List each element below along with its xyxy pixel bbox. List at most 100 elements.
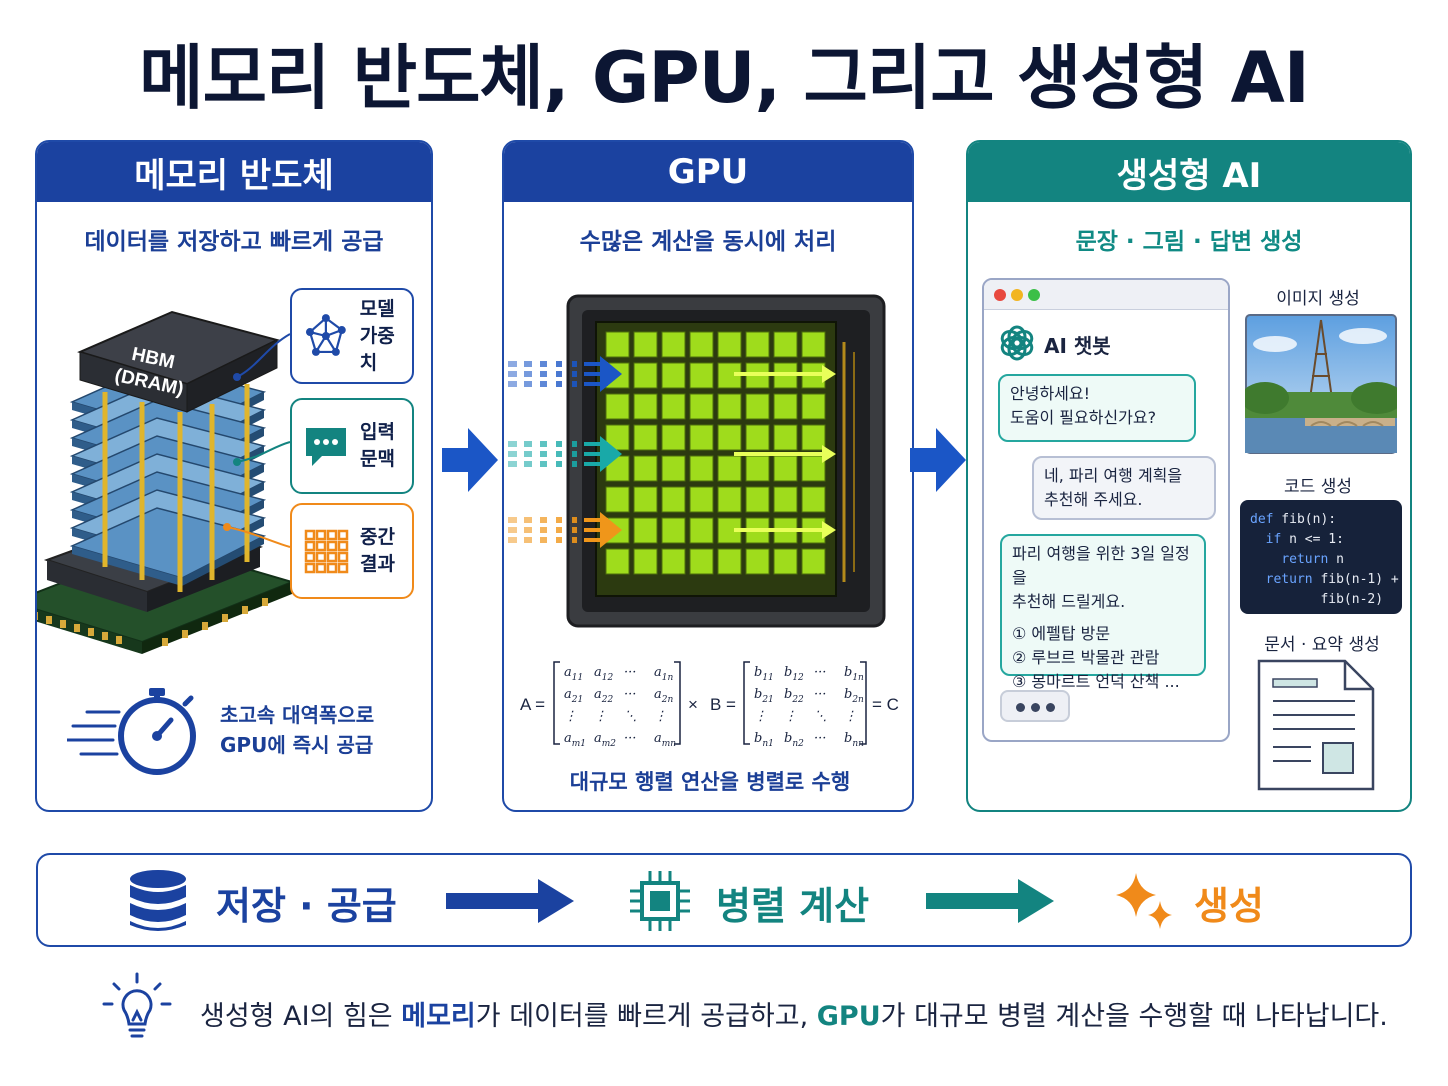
- matrix-entry: b12: [784, 665, 804, 683]
- gpu-core: [801, 424, 826, 451]
- chatbot-title: AI 챗봇: [1044, 334, 1111, 358]
- gpu-core: [633, 517, 658, 544]
- cpu-chip-icon: [630, 871, 690, 931]
- code-text: fib(n):: [1273, 512, 1337, 527]
- matrix-entry: a11: [564, 665, 583, 683]
- gpu-core: [633, 393, 658, 420]
- result-label: = C: [872, 695, 899, 714]
- gpu-core: [633, 424, 658, 451]
- gpu-core: [745, 393, 770, 420]
- gpu-caption: 대규모 행렬 연산을 병렬로 수행: [569, 770, 851, 794]
- gpu-core: [661, 393, 686, 420]
- matrix-entry: ⋮: [754, 709, 767, 724]
- gpu-core: [773, 393, 798, 420]
- matrix-entry: ···: [814, 687, 826, 702]
- grid-cell: [315, 540, 327, 552]
- matrix-entry: ⋱: [814, 709, 827, 724]
- gpu-core: [661, 517, 686, 544]
- close-dot-icon[interactable]: [994, 289, 1006, 301]
- gpu-core: [801, 393, 826, 420]
- matrix-entry: ···: [624, 687, 636, 702]
- gpu-core: [661, 486, 686, 513]
- grid-cell: [315, 551, 327, 563]
- gpu-core: [633, 362, 658, 389]
- matrix-entry: ⋮: [844, 709, 857, 724]
- code-text: n: [1328, 552, 1344, 567]
- matrix-entry: a22: [594, 687, 613, 705]
- matrix-entry: ⋮: [564, 709, 577, 724]
- document-icon: [1257, 659, 1375, 791]
- footer-highlight-memory: 메모리: [401, 1001, 476, 1032]
- gpu-core: [689, 548, 714, 575]
- maximize-dot-icon[interactable]: [1028, 289, 1040, 301]
- gpu-core: [689, 393, 714, 420]
- memory-panel: 메모리 반도체 데이터를 저장하고 빠르게 공급 HBM (DRAM): [35, 140, 433, 812]
- flow-arrow-1: [446, 879, 574, 923]
- gpu-core: [773, 331, 798, 358]
- gpu-core: [633, 331, 658, 358]
- matrix-entry: ···: [624, 731, 636, 746]
- minimize-dot-icon[interactable]: [1011, 289, 1023, 301]
- gpu-core: [717, 393, 742, 420]
- grid-cell: [304, 562, 316, 574]
- ai-panel-header: 생성형 AI: [968, 142, 1410, 202]
- flow-step-store: 저장 · 공급: [216, 884, 397, 928]
- memory-panel-header: 메모리 반도체: [37, 142, 431, 202]
- itinerary-item: ③ 몽마르트 언덕 산책 ...: [1012, 672, 1180, 691]
- message-line: 파리 여행을 위한 3일 일정을: [1012, 544, 1190, 587]
- gpu-core: [661, 424, 686, 451]
- footer-text: 가 데이터를 빠르게 공급하고,: [475, 1001, 817, 1032]
- neural-network-icon: [305, 314, 346, 356]
- itinerary-item: ① 에펠탑 방문: [1012, 624, 1111, 643]
- stopwatch-icon: [67, 688, 196, 775]
- page-title: 메모리 반도체, GPU, 그리고 생성형 AI: [139, 37, 1310, 119]
- matrix-entry: ···: [814, 665, 826, 680]
- data-stream: [508, 356, 622, 392]
- bandwidth-caption: 초고속 대역폭으로 GPU에 즉시 공급: [220, 700, 374, 760]
- card-label-line2: 문맥: [360, 448, 395, 470]
- gpu-core: [717, 331, 742, 358]
- code-keyword: return: [1281, 552, 1329, 567]
- bot-message-greeting: 안녕하세요! 도움이 필요하신가요?: [998, 374, 1196, 442]
- matrix-entry: a21: [564, 687, 583, 705]
- matrix-entry: ⋮: [594, 709, 607, 724]
- gpu-core: [717, 486, 742, 513]
- matrix-entry: am1: [564, 731, 586, 749]
- card-label-line1: 입력: [360, 421, 395, 443]
- hbm-stack-illustration: HBM (DRAM): [37, 310, 296, 654]
- gpu-panel-subtitle: 수많은 계산을 동시에 처리: [579, 229, 837, 255]
- itinerary-item: ② 루브르 박물관 관람: [1012, 648, 1160, 667]
- matrix-entry: ⋮: [654, 709, 667, 724]
- code-text: fib(n-1) +: [1312, 572, 1399, 587]
- gpu-core: [689, 331, 714, 358]
- matrix-a-label: A =: [520, 695, 545, 714]
- matrix-entry: b2n: [844, 687, 864, 705]
- gpu-core: [633, 455, 658, 482]
- typing-indicator: [1000, 690, 1070, 722]
- doc-gen-label: 문서 · 요약 생성: [1264, 635, 1380, 655]
- gpu-core: [689, 424, 714, 451]
- gpu-core: [745, 424, 770, 451]
- message-line: 안녕하세요!: [1010, 384, 1091, 403]
- gpu-core: [633, 548, 658, 575]
- footer-text: 생성형 AI의 힘은: [200, 1001, 402, 1032]
- gpu-core: [801, 486, 826, 513]
- matrix-entry: b1n: [844, 665, 864, 683]
- card-label-line2: 결과: [360, 553, 395, 575]
- footer-highlight-gpu: GPU: [816, 1001, 881, 1032]
- matrix-entry: a12: [594, 665, 613, 683]
- chatbot-window: AI 챗봇 안녕하세요! 도움이 필요하신가요? 네, 파리 여행 계획을 추천…: [982, 278, 1230, 742]
- ai-panel: 생성형 AI 문장 · 그림 · 답변 생성 AI 챗봇 안녕하세요! 도움이 …: [966, 140, 1412, 812]
- process-flow-bar: 저장 · 공급 병렬 계산 생성: [36, 853, 1412, 947]
- compute-arrow: [734, 445, 836, 463]
- grid-cell: [326, 529, 338, 541]
- gpu-core: [605, 393, 630, 420]
- gpu-core: [717, 424, 742, 451]
- connector-lines: [223, 333, 291, 548]
- chat-bubble-icon: [306, 428, 346, 466]
- matrix-entry: a2n: [654, 687, 673, 705]
